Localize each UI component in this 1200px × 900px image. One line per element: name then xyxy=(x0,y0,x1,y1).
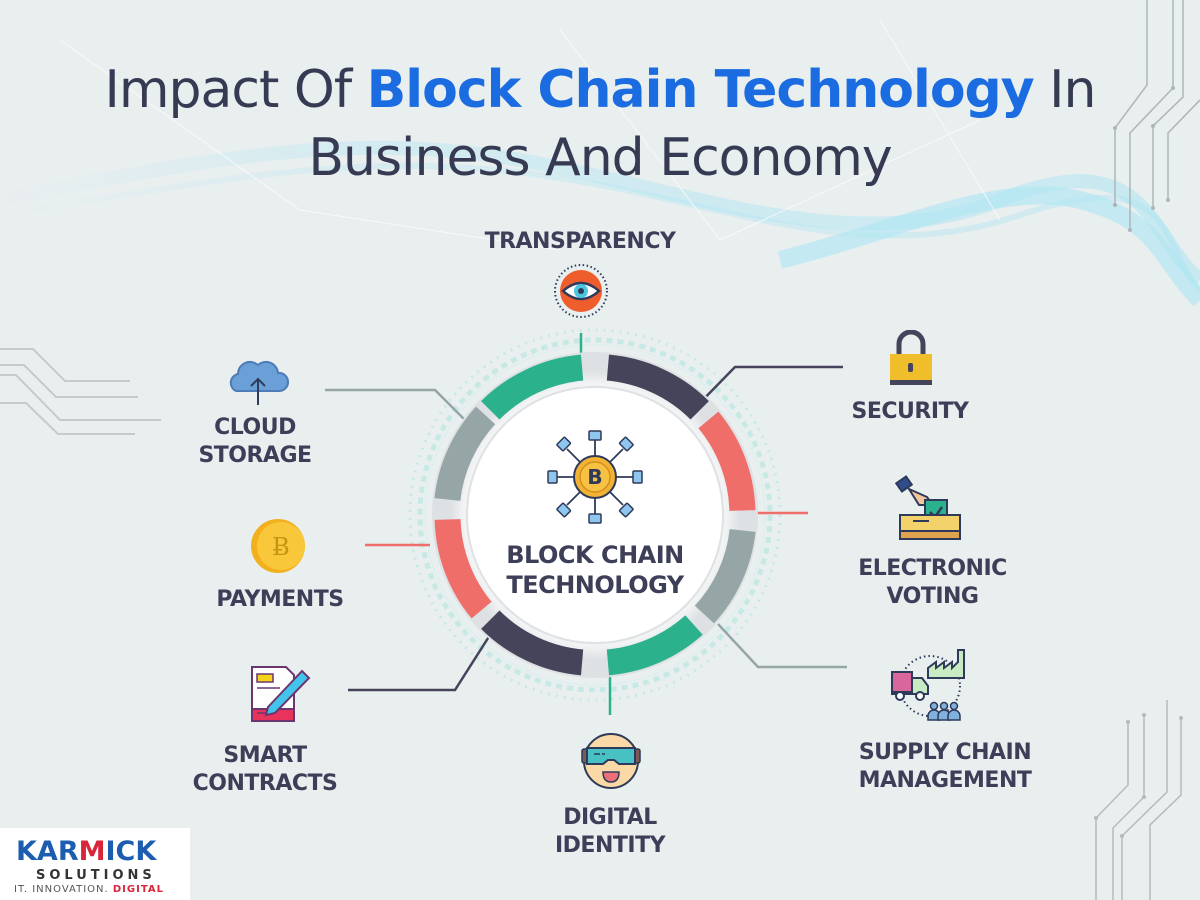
item-cloud-storage-label: CLOUD STORAGE xyxy=(185,414,325,470)
logo-name-part: KAR xyxy=(16,836,79,867)
logo-name-part: ICK xyxy=(105,836,157,867)
item-digital-identity-label: DIGITAL IDENTITY xyxy=(530,804,690,860)
label-line: MANAGEMENT xyxy=(858,768,1032,793)
page-title-line1: Impact Of Block Chain Technology In xyxy=(0,60,1200,120)
label-line: ELECTRONIC xyxy=(858,556,1007,581)
contract-pen-icon xyxy=(251,666,311,722)
logo-tagline: IT. INNOVATION. DIGITAL xyxy=(14,884,164,895)
vr-face-icon xyxy=(581,733,641,789)
coin-icon: Ƀ xyxy=(251,519,305,573)
eye-icon xyxy=(554,264,608,318)
title-suffix: In xyxy=(1033,60,1096,120)
label-line: IDENTITY xyxy=(554,833,666,858)
tagline-highlight: DIGITAL xyxy=(112,884,164,895)
bitcoin-network-icon: B xyxy=(547,430,643,524)
label-line: DIGITAL xyxy=(563,805,657,830)
label-line: SMART xyxy=(223,743,307,768)
supply-chain-icon xyxy=(891,649,965,721)
ballot-box-icon xyxy=(895,475,961,540)
title-prefix: Impact Of xyxy=(104,60,367,120)
item-supply-chain-label: SUPPLY CHAIN MANAGEMENT xyxy=(840,739,1050,795)
label-line: CONTRACTS xyxy=(192,771,338,796)
label-line: SUPPLY CHAIN xyxy=(858,740,1032,765)
page-title-line2: Business And Economy xyxy=(308,128,892,188)
tagline-prefix: IT. INNOVATION. xyxy=(14,884,113,895)
logo-name-accent: M xyxy=(78,836,106,867)
company-logo: KARMICK SOLUTIONS IT. INNOVATION. DIGITA… xyxy=(0,828,190,900)
item-smart-contracts-label: SMART CONTRACTS xyxy=(180,742,350,798)
item-security-label: SECURITY xyxy=(851,399,969,424)
center-title: BLOCK CHAIN TECHNOLOGY xyxy=(470,540,720,600)
center-title-line2: TECHNOLOGY xyxy=(506,571,684,599)
label-line: VOTING xyxy=(886,584,979,609)
label-line: CLOUD xyxy=(214,415,296,440)
center-title-line1: BLOCK CHAIN xyxy=(506,541,684,569)
title-highlight: Block Chain Technology xyxy=(366,60,1035,120)
logo-name: KARMICK xyxy=(16,836,156,867)
logo-subtitle: SOLUTIONS xyxy=(36,868,156,883)
label-line: STORAGE xyxy=(198,443,312,468)
item-electronic-voting-label: ELECTRONIC VOTING xyxy=(840,555,1025,611)
cloud-upload-icon xyxy=(229,360,289,405)
item-transparency-label: TRANSPARENCY xyxy=(484,229,676,254)
item-payments-label: PAYMENTS xyxy=(216,587,344,612)
padlock-icon xyxy=(890,330,932,385)
svg-text:B: B xyxy=(587,465,602,489)
svg-text:Ƀ: Ƀ xyxy=(272,533,290,561)
